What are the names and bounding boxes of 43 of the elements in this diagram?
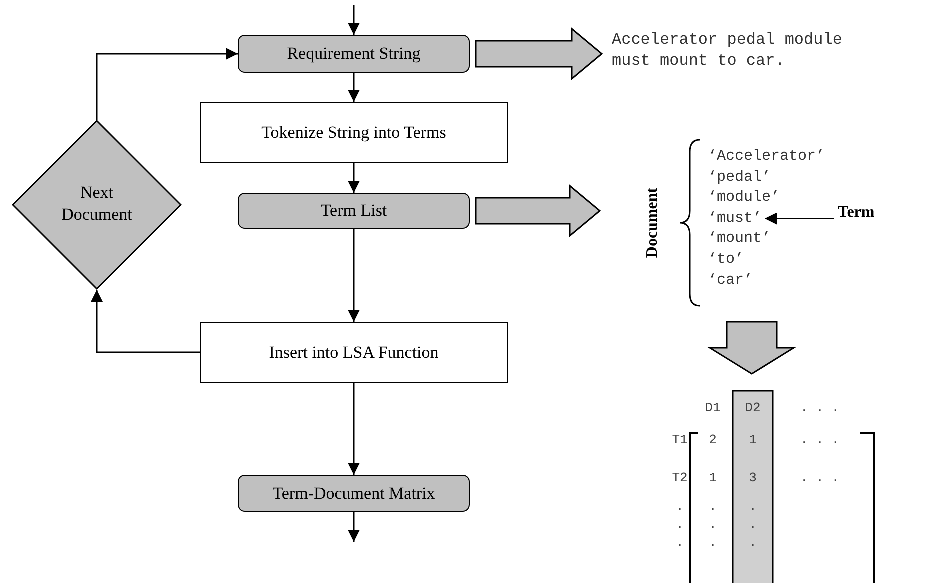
example-sentence: Accelerator pedal module must mount to car. — [612, 30, 862, 74]
diamond-label: Next Document — [60, 182, 134, 226]
arrow — [348, 383, 360, 475]
matrix-value: 3 — [749, 470, 757, 486]
term-text: ‘mount’ — [708, 229, 772, 250]
arrow — [348, 5, 360, 35]
row-header: T1 — [672, 432, 688, 448]
data-box: Term List — [238, 193, 470, 229]
term-text: ‘to’ — [708, 250, 744, 270]
term-text: ‘car’ — [708, 270, 754, 291]
matrix-value: 1 — [749, 432, 757, 448]
ellipsis: . . . — [709, 498, 717, 552]
process-box: Tokenize String into Terms — [200, 102, 508, 163]
term-label: Term — [838, 203, 898, 223]
row-header: T2 — [672, 470, 688, 486]
column-header: D1 — [705, 400, 721, 416]
decision-diamond — [12, 120, 182, 290]
matrix-value: 1 — [709, 470, 717, 486]
ellipsis: . . . — [800, 432, 840, 448]
arrow — [91, 290, 200, 354]
block-arrow — [707, 321, 797, 375]
term-text: ‘pedal’ — [708, 168, 772, 188]
term-text: ‘must’ — [708, 208, 762, 229]
arrow — [348, 163, 360, 193]
ellipsis: . . . — [800, 400, 840, 416]
arrow — [96, 48, 238, 120]
block-arrow — [475, 27, 604, 81]
block-arrow — [475, 184, 602, 238]
arrow — [348, 512, 360, 542]
term-text: ‘module’ — [708, 188, 780, 208]
arrow — [348, 73, 360, 102]
term-text: ‘Accelerator’ — [708, 147, 826, 167]
arrow — [765, 212, 834, 225]
group-heading: Document — [643, 186, 662, 260]
data-box: Requirement String — [238, 35, 470, 73]
ellipsis: . . . — [749, 498, 757, 552]
data-box: Term-Document Matrix — [238, 475, 470, 512]
ellipsis: . . . — [800, 470, 840, 486]
ellipsis: . . . — [676, 498, 684, 552]
arrow — [348, 229, 360, 322]
matrix-value: 2 — [709, 432, 717, 448]
process-box: Insert into LSA Function — [200, 322, 508, 383]
column-header: D2 — [745, 400, 761, 416]
